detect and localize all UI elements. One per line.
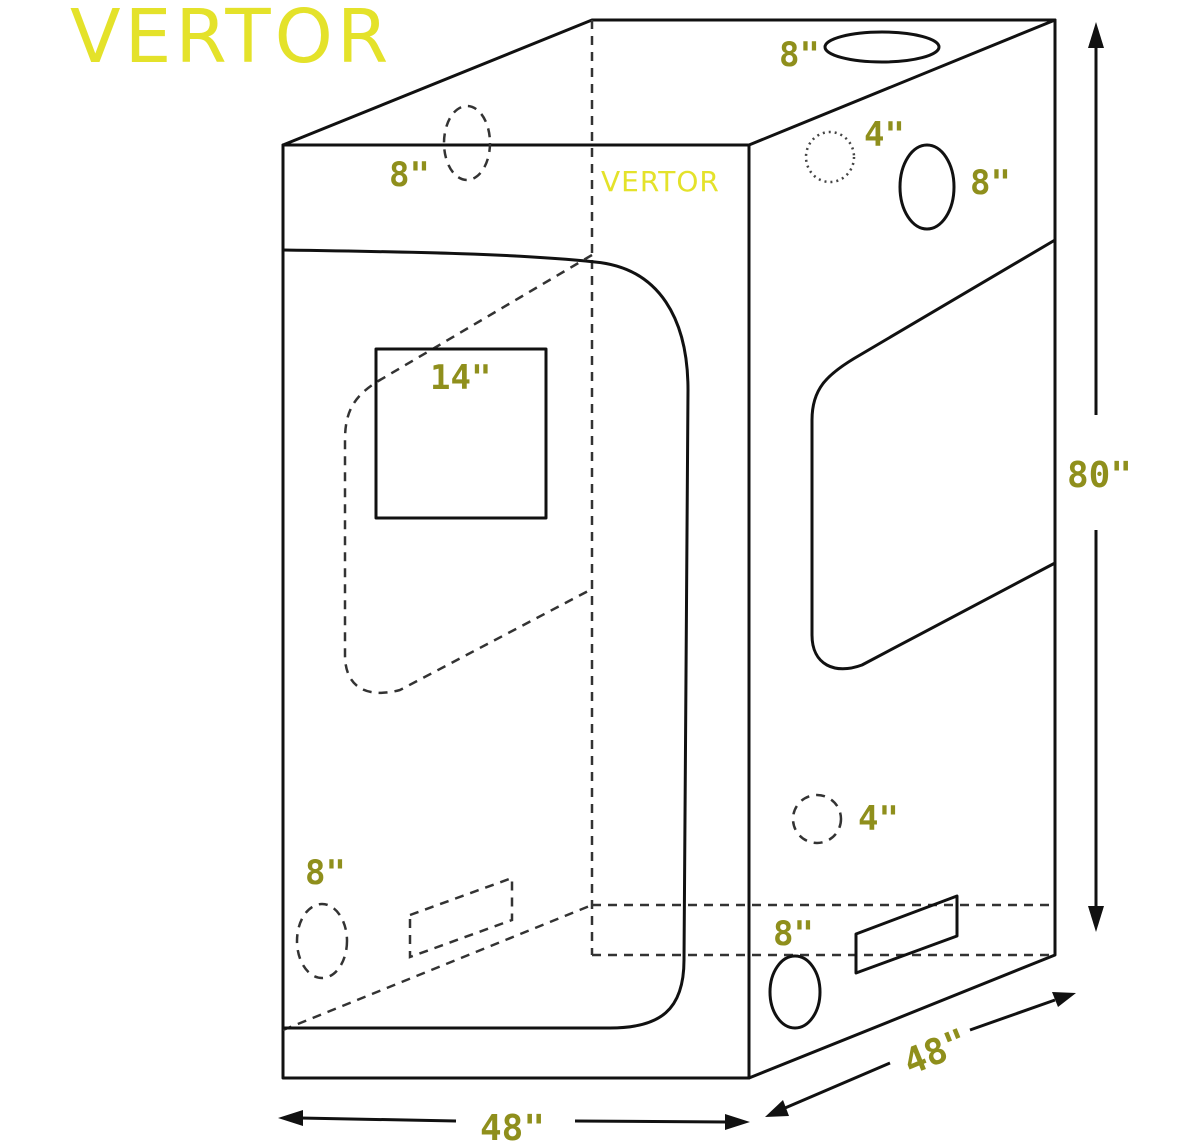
front-face xyxy=(281,143,751,1080)
width-label: 48" xyxy=(480,1108,545,1146)
side-vent-small-upper-label: 4" xyxy=(864,115,905,155)
side-face xyxy=(747,18,1057,1080)
height-dimension: 80" xyxy=(1067,22,1132,932)
back-vent-upper-label: 8" xyxy=(389,155,430,195)
panel-brand: VERTOR xyxy=(601,165,720,198)
front-window xyxy=(374,347,548,520)
front-door xyxy=(281,248,690,1030)
depth-label: 48" xyxy=(898,1021,974,1083)
brand-logo: VERTOR xyxy=(70,0,392,80)
side-vent-large-upper xyxy=(898,143,956,231)
back-vent-upper xyxy=(442,104,492,182)
rear-floor-slot xyxy=(408,876,514,959)
hidden-edges xyxy=(282,20,1055,1032)
side-vent-large-lower xyxy=(768,954,822,1030)
width-dimension: 48" xyxy=(278,1108,750,1146)
front-vent-lower xyxy=(295,902,349,980)
window-label: 14" xyxy=(430,358,491,398)
side-floor-slot xyxy=(854,894,959,975)
side-window xyxy=(810,238,1057,671)
top-face xyxy=(281,18,1057,147)
height-label: 80" xyxy=(1067,455,1132,496)
depth-dimension: 48" xyxy=(765,992,1076,1117)
top-vent-label: 8" xyxy=(779,35,820,75)
front-vent-lower-label: 8" xyxy=(305,853,346,893)
tent-outline xyxy=(281,18,1057,1080)
side-vent-small-lower xyxy=(791,793,843,845)
side-vent-small-lower-label: 4" xyxy=(858,799,899,839)
top-vent xyxy=(823,30,941,64)
side-vent-large-lower-label: 8" xyxy=(773,914,814,954)
side-vent-small-upper xyxy=(804,130,856,184)
rear-door xyxy=(343,253,593,695)
side-vent-large-upper-label: 8" xyxy=(970,163,1011,203)
